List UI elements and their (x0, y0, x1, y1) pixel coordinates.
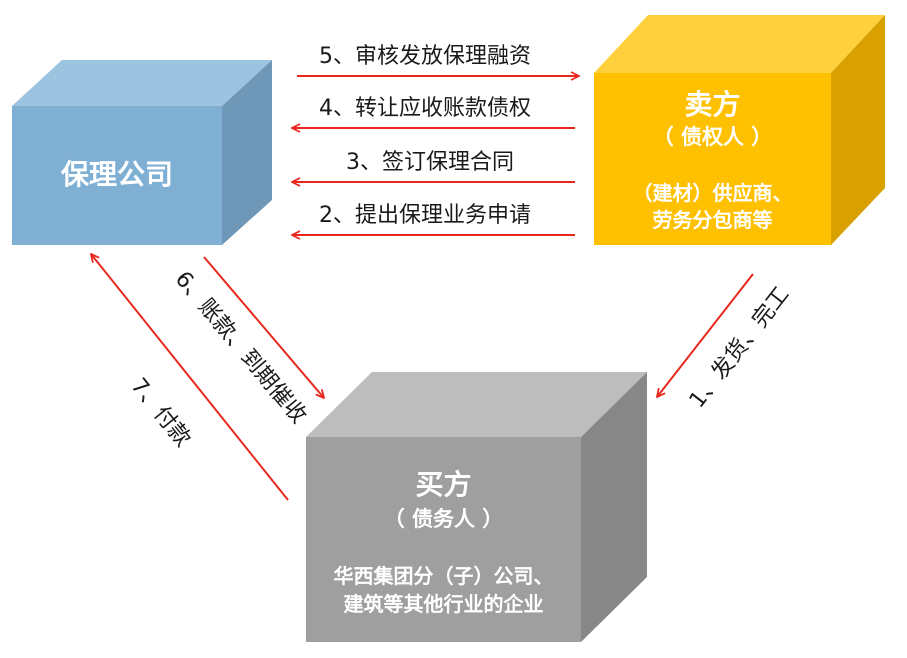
buyer-box (306, 372, 647, 642)
step-5-label: 5、审核发放保理融资 (319, 44, 531, 69)
buyer-box-side (581, 372, 647, 642)
buyer-title: 买方 (415, 468, 472, 501)
seller-desc-line2: 劳务分包商等 (652, 208, 773, 232)
factoring-company-box-top (12, 60, 272, 106)
factoring-company-box-front (12, 106, 222, 245)
buyer-desc-line2: 建筑等其他行业的企业 (343, 592, 544, 616)
buyer-box-front (306, 437, 581, 642)
step-4-label: 4、转让应收账款债权 (319, 96, 531, 121)
step-2-label: 2、提出保理业务申请 (319, 203, 531, 228)
seller-box-top (594, 15, 885, 73)
seller-box-front (594, 73, 831, 245)
buyer-role: （ 债务人 ） (383, 507, 504, 531)
seller-desc-line1: （建材）供应商、 (632, 181, 793, 205)
buyer-box-top (306, 372, 647, 437)
seller-title: 卖方 (684, 88, 741, 121)
seller-box-side (831, 15, 885, 245)
factoring-company-box-side (222, 60, 272, 245)
factoring-company-box (12, 60, 272, 245)
step-3-label: 3、签订保理合同 (346, 150, 514, 175)
buyer-desc-line1: 华西集团分（子）公司、 (333, 564, 554, 588)
seller-box (594, 15, 885, 245)
arrow-step-6 (203, 256, 324, 398)
factoring-company-name: 保理公司 (60, 158, 173, 191)
arrow-step-1 (657, 273, 754, 397)
arrow-step-7 (91, 254, 289, 501)
seller-role: （ 债权人 ） (652, 125, 773, 149)
